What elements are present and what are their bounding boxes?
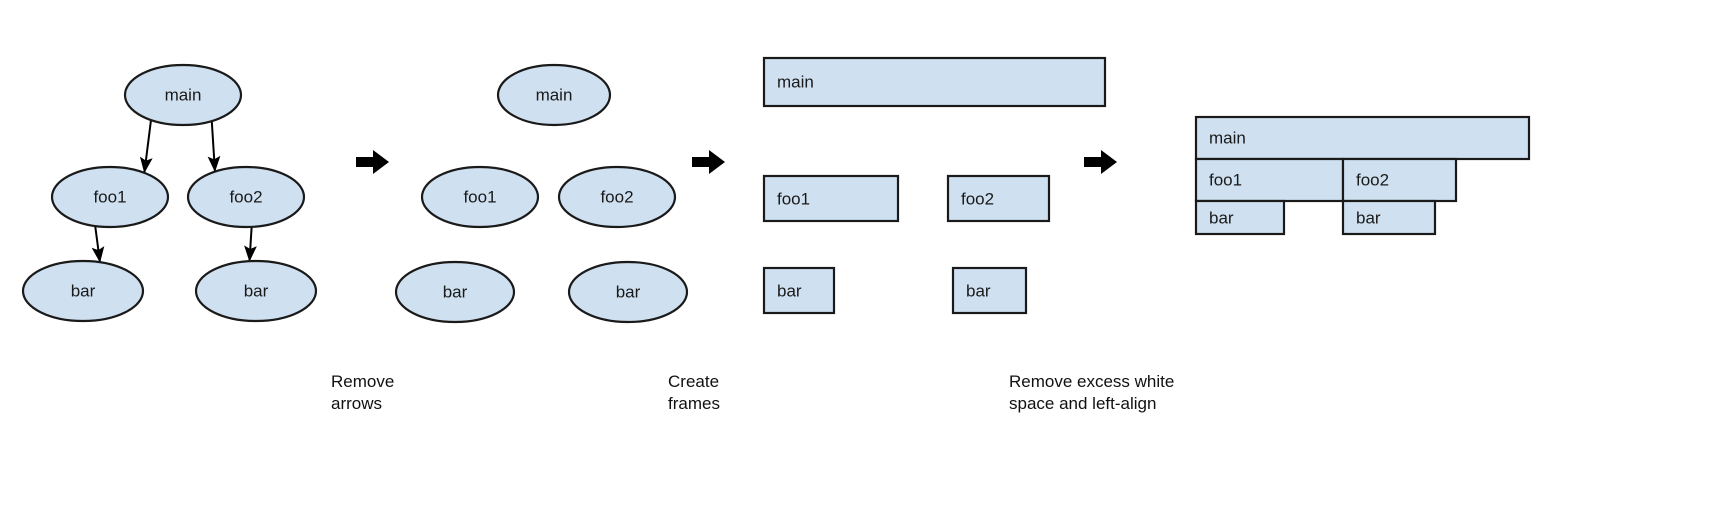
caption-create-frames: Create frames [668, 372, 720, 414]
node-ellipse-bar[interactable] [567, 260, 689, 324]
node-label-bar: bar [70, 281, 96, 301]
transition-arrow-icon [1084, 150, 1117, 174]
node-label-bar: bar [1209, 208, 1234, 227]
node-ellipse-main[interactable] [123, 63, 243, 127]
node-label-main: main [535, 85, 573, 105]
node-label-foo1: foo1 [777, 189, 811, 208]
node-label-foo2: foo2 [961, 189, 995, 208]
node-ellipse-foo1[interactable] [50, 165, 170, 229]
node-label-main: main [777, 72, 814, 92]
node-frame-bar[interactable] [951, 266, 1028, 315]
tree-edge [91, 223, 105, 263]
node-label-bar: bar [243, 281, 269, 301]
node-frame-foo2[interactable] [1341, 157, 1458, 203]
node-label-foo2: foo2 [1356, 170, 1390, 190]
node-label-foo2: foo2 [600, 187, 634, 207]
transition-arrow-icon [356, 150, 389, 174]
node-frame-bar[interactable] [1194, 199, 1286, 236]
node-label-bar: bar [966, 281, 991, 300]
node-ellipse-foo2[interactable] [186, 165, 306, 229]
node-label-bar: bar [442, 282, 468, 302]
node-ellipse-main[interactable] [496, 63, 612, 127]
node-label-bar: bar [777, 281, 802, 300]
node-frame-main[interactable] [1194, 115, 1531, 161]
node-label-foo1: foo1 [1209, 170, 1243, 190]
node-label-main: main [1209, 128, 1246, 148]
node-frame-main[interactable] [762, 56, 1107, 108]
node-label-foo2: foo2 [229, 187, 263, 207]
node-label-foo1: foo1 [93, 187, 127, 207]
node-ellipse-bar[interactable] [194, 259, 318, 323]
tree-edge [207, 118, 221, 173]
node-ellipse-foo1[interactable] [420, 165, 540, 229]
node-frame-foo2[interactable] [946, 174, 1051, 223]
node-frame-bar[interactable] [762, 266, 836, 315]
node-label-main: main [164, 85, 202, 105]
node-frame-bar[interactable] [1341, 199, 1437, 236]
node-ellipse-foo2[interactable] [557, 165, 677, 229]
node-ellipse-bar[interactable] [394, 260, 516, 324]
node-frame-foo1[interactable] [762, 174, 900, 223]
transition-arrow-icon [692, 150, 725, 174]
caption-remove-whitespace: Remove excess white space and left-align [1009, 372, 1175, 414]
tree-edge [244, 224, 257, 262]
node-frame-foo1[interactable] [1194, 157, 1345, 203]
node-label-bar: bar [1356, 208, 1381, 227]
node-ellipse-bar[interactable] [21, 259, 145, 323]
node-label-bar: bar [615, 282, 641, 302]
caption-remove-arrows: Remove arrows [331, 372, 395, 414]
tree-edge [139, 117, 153, 174]
node-label-foo1: foo1 [463, 187, 497, 207]
